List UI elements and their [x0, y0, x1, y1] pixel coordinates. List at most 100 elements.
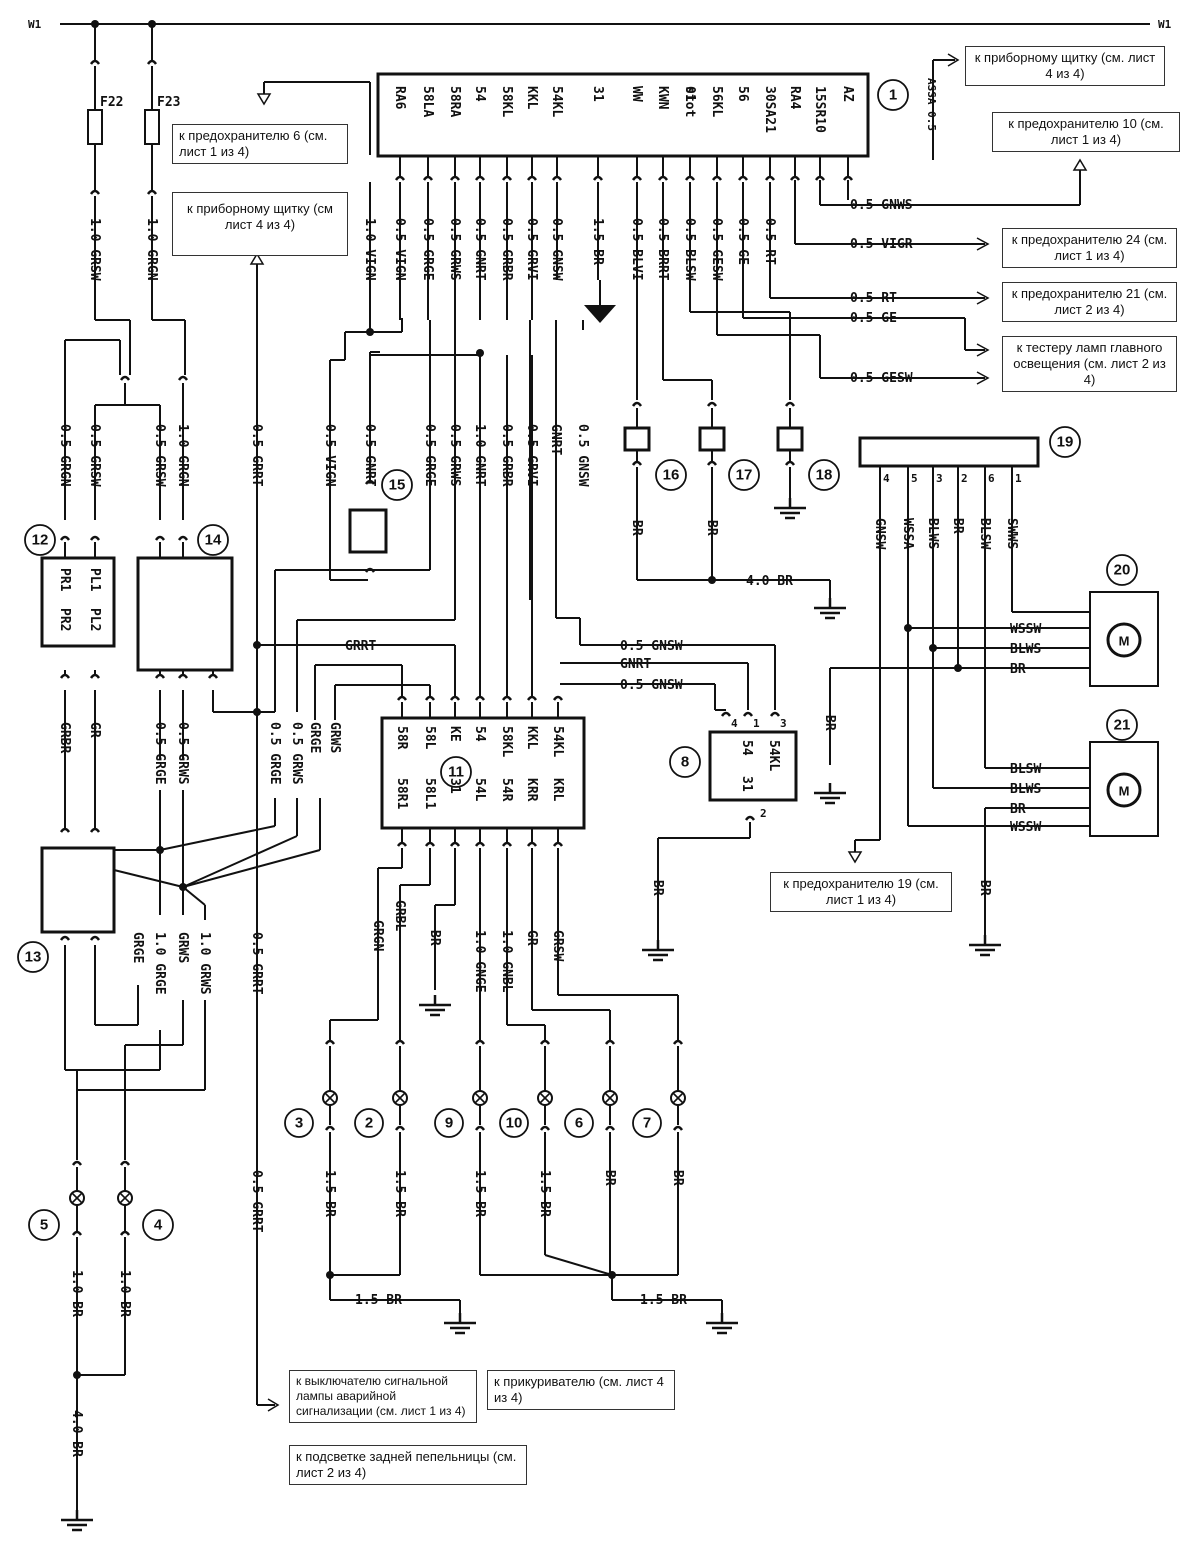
- component-6: 6: [575, 1115, 583, 1132]
- wire-top-3: 0.5 VIGN: [392, 218, 407, 281]
- component-16: 16: [663, 467, 680, 484]
- component-4: 4: [154, 1217, 163, 1234]
- module-11-pin-58l1: 58L1: [422, 778, 437, 809]
- module-1-pin-stot: stot: [682, 86, 697, 117]
- motor21-wire-blws: BLWS: [1010, 782, 1041, 797]
- wire-grws-c: GRWS: [327, 722, 342, 753]
- module-1-pin-56kl: 56KL: [709, 86, 724, 117]
- link-grrt: GRRT: [345, 639, 376, 654]
- module-11-pin-58r: 58R: [394, 726, 409, 750]
- fuse-f22: [87, 109, 103, 145]
- fuse-f22-label: F22: [100, 95, 123, 110]
- wire-rt: 0.5 RT: [850, 291, 897, 306]
- component-15: 15: [389, 477, 406, 494]
- svg-text:BR: BR: [704, 520, 719, 536]
- module-1-pin-30sa21: 30SA21: [762, 86, 777, 133]
- module-11-pin-58l: 58L: [422, 726, 437, 750]
- module-1-pin-kkl: KKL: [524, 86, 539, 110]
- bus-label-left: W1: [28, 18, 42, 31]
- module-1: [376, 72, 870, 158]
- link-gnrt: GNRT: [620, 657, 651, 672]
- link-gnsw-a: 0.5 GNSW: [620, 639, 683, 654]
- note-rear-ashtray-light: к подсветке задней пепельницы (см. лист …: [289, 1445, 527, 1485]
- motor20-wire-blws: BLWS: [1010, 642, 1041, 657]
- component-19: 19: [1057, 434, 1074, 451]
- wire-top-13: 0.5 BLSW: [682, 218, 697, 281]
- module-1-pin-58kl: 58KL: [499, 86, 514, 117]
- svg-text:BR: BR: [629, 520, 644, 536]
- module-1-pin-58la: 58LA: [420, 86, 435, 117]
- lamp-wire-3: 1.5 BR: [537, 1170, 552, 1217]
- bus-label-right: W1: [1158, 18, 1172, 31]
- wire-grws-b: 0.5 GRWS: [289, 722, 304, 785]
- note-fuse-24: к предохранителю 24 (см. лист 1 из 4): [1002, 228, 1177, 268]
- module-1-pin-54kl: 54KL: [549, 86, 564, 117]
- component-11: 11: [448, 764, 464, 781]
- module-1-pin-56: 56: [735, 86, 750, 102]
- wire-4br-a: 4.0 BR: [746, 574, 793, 589]
- lamp-wire-4: BR: [602, 1170, 617, 1186]
- motor21-wire-wssw: WSSW: [1010, 820, 1041, 835]
- svg-text:6: 6: [988, 472, 995, 485]
- wire-top-4: 0.5 GRGE: [420, 218, 435, 281]
- component-10: 10: [506, 1115, 523, 1132]
- module-11-pin-54r: 54R: [499, 778, 514, 802]
- svg-text:M: M: [1119, 784, 1130, 799]
- wire-top-12: 0.5 BRRT: [655, 218, 670, 281]
- svg-text:2: 2: [961, 472, 968, 485]
- component-18: 18: [816, 467, 833, 484]
- module-1-pin-54: 54: [472, 86, 487, 102]
- wire-top-16: 0.5 RT: [762, 218, 777, 265]
- module-1-pin-ww: WW: [629, 86, 644, 102]
- motor21-wire-blsw: BLSW: [1010, 762, 1041, 777]
- module-11-pin-31: 31: [447, 778, 462, 794]
- wire-top-8: 0.5 GRVI: [524, 218, 539, 281]
- module-14: [136, 556, 234, 672]
- module-11-pin-54kl: 54KL: [550, 726, 565, 757]
- svg-text:4: 4: [883, 472, 890, 485]
- wire-top-6: 0.5 GNRT: [472, 218, 487, 281]
- module-1-pin-ra4: RA4: [787, 86, 802, 110]
- module-19-wire-gnsw: GNSW: [872, 518, 887, 549]
- module-19-wire-blsw: BLSW: [977, 518, 992, 549]
- module-12-pin-pr2: PR2: [57, 608, 72, 631]
- module-11-pin-krl: KRL: [550, 778, 565, 802]
- svg-text:1.5 BR: 1.5 BR: [640, 1293, 687, 1308]
- svg-text:BR: BR: [650, 880, 665, 896]
- wire-top-10: 1.5 BR: [590, 218, 605, 265]
- component-12: 12: [32, 532, 49, 549]
- svg-text:BR: BR: [822, 715, 837, 731]
- lamp-wire-2: 1.5 BR: [472, 1170, 487, 1217]
- wire-gnws: 0.5 GNWS: [850, 198, 913, 213]
- module-11-pin-54: 54: [472, 726, 487, 742]
- svg-text:5: 5: [911, 472, 918, 485]
- module-1-pin-58ra: 58RA: [447, 86, 462, 117]
- connector-17: [698, 426, 726, 452]
- module-12: [40, 556, 116, 648]
- note-fuse-6: к предохранителю 6 (см. лист 1 из 4): [172, 124, 348, 164]
- component-8: 8: [681, 754, 689, 771]
- component-21: 21: [1114, 717, 1131, 734]
- svg-text:31: 31: [739, 776, 754, 792]
- module-11-pin-krr: KRR: [524, 778, 539, 802]
- module-13: [40, 846, 116, 934]
- motor21-wire-br: BR: [1010, 802, 1026, 817]
- note-hazard-switch: к выключателю сигнальной лампы аварийной…: [289, 1370, 477, 1423]
- wire-top-15: 0.5 GE: [735, 218, 750, 265]
- wire-top-9: 0.5 GNSW: [549, 218, 564, 281]
- module-1-pin-ra6: RA6: [392, 86, 407, 110]
- note-fuse-21: к предохранителю 21 (см. лист 2 из 4): [1002, 282, 1177, 322]
- svg-text:1.0 BR: 1.0 BR: [69, 1270, 84, 1317]
- module-1-side-label: ASSA 0.5: [925, 78, 938, 131]
- module-8: [708, 730, 798, 802]
- module-1-pin-stot-prefix: 01: [682, 86, 697, 102]
- svg-text:1.0 BR: 1.0 BR: [117, 1270, 132, 1317]
- module-12-pin-pl2: PL2: [87, 608, 102, 631]
- svg-text:3: 3: [780, 717, 787, 730]
- connector-16: [623, 426, 651, 452]
- lamp-wire-5: BR: [670, 1170, 685, 1186]
- note-lamp-tester: к тестеру ламп главного освещения (см. л…: [1002, 336, 1177, 392]
